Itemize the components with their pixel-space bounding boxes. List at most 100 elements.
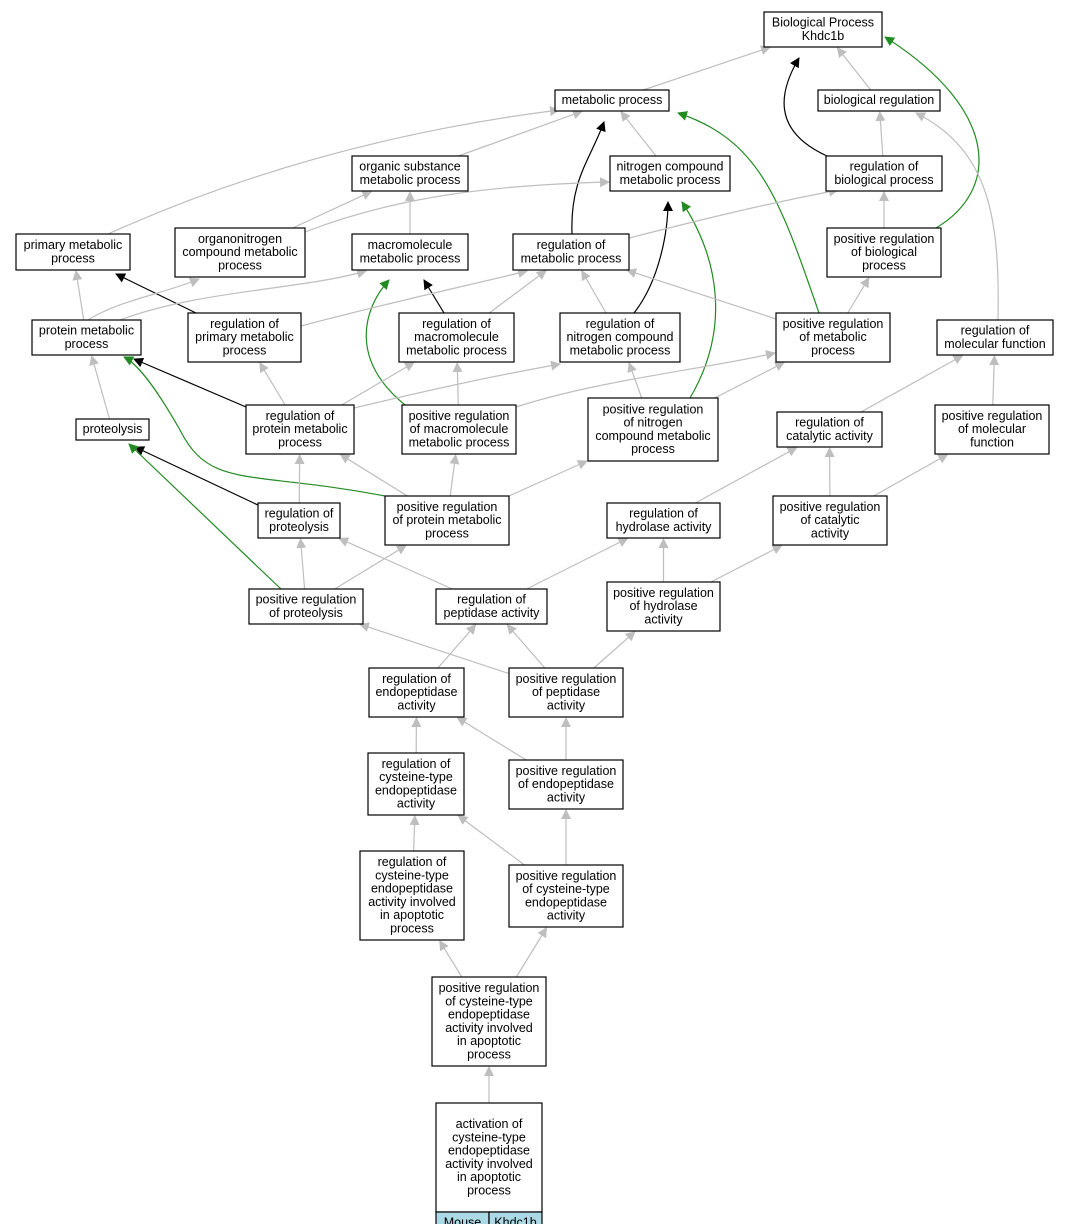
node-box: [508, 667, 624, 718]
node-label-line: regulation of: [961, 324, 1030, 338]
edges-layer: [72, 36, 1000, 1103]
edge-prncmp-to-prmp: [714, 361, 786, 399]
node-label-line: compound metabolic: [182, 245, 297, 259]
node-label-line: biological regulation: [824, 93, 935, 107]
node-label-line: in apoptotic: [457, 1034, 521, 1048]
edge-prprot-to-prprotmp: [334, 544, 407, 590]
node-label-line: regulation of: [210, 317, 279, 331]
node-label-line: cysteine-type: [452, 1130, 526, 1144]
edge-rprotmp-to-rmmp: [341, 361, 415, 406]
node-label-line: metabolic process: [570, 344, 671, 358]
edge-prea-to-rea: [456, 716, 527, 761]
edge-rpmp-to-rmp: [300, 268, 528, 327]
node-label-line: process: [390, 922, 434, 936]
node-label-line: Biological Process: [772, 16, 874, 30]
edge-rprotmp-to-rpmp: [259, 362, 286, 406]
go-term-node-br[interactable]: biological regulation: [817, 89, 941, 112]
node-box: [817, 89, 941, 112]
go-term-node-mp[interactable]: metabolic process: [554, 89, 670, 112]
node-label-line: positive regulation: [780, 500, 881, 514]
edge-prmf-to-rmf: [989, 355, 1000, 406]
node-box: [609, 155, 731, 192]
go-term-node-prot[interactable]: proteolysis: [75, 418, 150, 441]
node-label-line: nitrogen compound: [616, 160, 723, 174]
node-label-line: function: [970, 436, 1014, 450]
node-label-line: endopeptidase: [448, 1144, 530, 1158]
node-label-line: regulation of: [265, 507, 334, 521]
node-box: [174, 227, 306, 278]
node-box: [934, 404, 1050, 455]
node-label-line: activity involved: [368, 895, 456, 909]
node-label-line: positive regulation: [516, 869, 617, 883]
node-label-line: of cysteine-type: [522, 882, 610, 896]
edge-protmp-to-pmp: [72, 270, 85, 321]
node-box: [772, 495, 888, 546]
node-label-line: process: [811, 344, 855, 358]
node-box: [257, 502, 341, 539]
node-box: [245, 404, 355, 455]
node-label-line: in apoptotic: [380, 908, 444, 922]
edge-rmmp-to-mmp: [423, 279, 445, 314]
node-label-line: process: [467, 1184, 511, 1198]
node-label-line: of macromolecule: [410, 422, 509, 436]
node-label-line: cysteine-type: [375, 868, 449, 882]
edge-rmf-to-br: [915, 112, 999, 321]
node-label: biological regulation: [824, 93, 935, 107]
node-label-line: macromolecule: [414, 330, 499, 344]
edge-br-to-bp: [836, 47, 872, 91]
node-label-line: biological process: [834, 173, 933, 187]
node-box: [431, 976, 547, 1067]
node-label-line: positive regulation: [834, 232, 935, 246]
node-label-line: activity: [547, 699, 586, 713]
node-label-line: in apoptotic: [457, 1170, 521, 1184]
node-label-line: process: [631, 442, 675, 456]
node-box: [776, 411, 883, 448]
node-label-line: metabolic process: [409, 436, 510, 450]
edge-rprotmp-to-rncmp: [353, 360, 561, 409]
edge-prcea-to-rcea: [457, 815, 525, 866]
node-label-line: endopeptidase: [375, 685, 457, 699]
edge-rpa-to-rha: [526, 537, 629, 590]
